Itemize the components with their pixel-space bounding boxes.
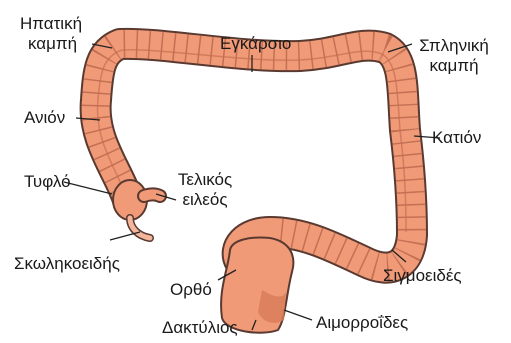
label-splenic-flexure-line1: Σπληνική — [414, 36, 494, 56]
label-descending-colon: Κατιόν — [432, 128, 481, 148]
leader-hemorrhoids — [284, 310, 312, 320]
label-ascending-colon: Ανιόν — [24, 108, 65, 128]
label-sigmoid-colon: Σιγμοειδές — [383, 266, 462, 286]
label-splenic-flexure-line2: καμπή — [414, 56, 494, 76]
label-anus: Δακτύλιος — [162, 318, 238, 338]
label-terminal-ileum-line2: ειλεός — [160, 190, 250, 210]
label-cecum: Τυφλό — [24, 172, 71, 192]
colon-body — [96, 44, 412, 333]
label-hepatic-flexure-line1: Ηπατική — [20, 14, 82, 34]
label-transverse-colon: Εγκάρσιο — [220, 34, 291, 54]
label-appendix: Σκωληκοειδής — [14, 254, 120, 274]
label-terminal-ileum-line1: Τελικός — [160, 170, 250, 190]
label-rectum: Ορθό — [170, 280, 212, 300]
label-hemorrhoids: Αιμορροΐδες — [316, 313, 408, 333]
label-hepatic-flexure-line2: καμπή — [28, 34, 77, 54]
